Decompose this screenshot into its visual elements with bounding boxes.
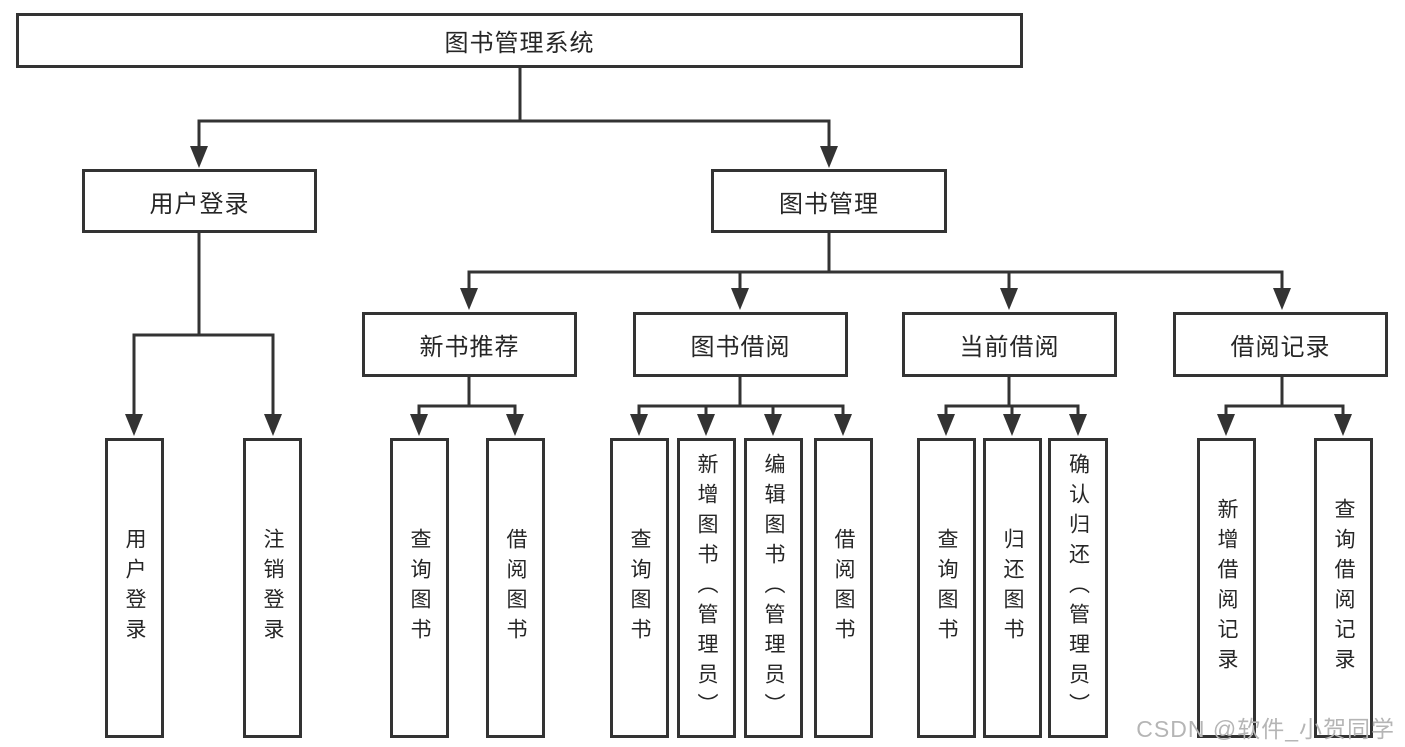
arrow-down-icon xyxy=(410,414,428,436)
node-label: 当前借阅 xyxy=(959,334,1060,361)
arrow-down-icon xyxy=(937,414,955,436)
arrow-down-icon xyxy=(190,146,208,168)
csdn-watermark: CSDN @软件_小贺同学 xyxy=(1136,716,1395,742)
node-label: 图书管理 xyxy=(779,190,879,218)
node-label: 用户登录 xyxy=(149,190,250,218)
leaf-add-borrow-record: 新增借阅记录 xyxy=(1197,438,1256,738)
connector-current-borrowing-to-leaves xyxy=(937,375,1087,436)
arrow-down-icon xyxy=(834,414,852,436)
arrow-down-icon xyxy=(1273,288,1291,310)
leaf-label: 查询图书 xyxy=(408,528,431,648)
leaf-return-books: 归还图书 xyxy=(983,438,1042,738)
node-book-management: 图书管理 xyxy=(711,169,947,233)
leaf-label: 借阅图书 xyxy=(504,528,527,648)
arrow-down-icon xyxy=(506,414,524,436)
node-user-login: 用户登录 xyxy=(82,169,317,233)
node-book-borrowing: 图书借阅 xyxy=(633,312,848,377)
leaf-borrow-books: 借阅图书 xyxy=(814,438,873,738)
node-current-borrowing: 当前借阅 xyxy=(902,312,1117,377)
node-new-book-recommendation: 新书推荐 xyxy=(362,312,577,377)
arrow-down-icon xyxy=(1217,414,1235,436)
arrow-down-icon xyxy=(460,288,478,310)
arrow-down-icon xyxy=(820,146,838,168)
node-label: 图书借阅 xyxy=(690,334,791,361)
leaf-query-books: 查询图书 xyxy=(390,438,449,738)
node-label: 借阅记录 xyxy=(1230,334,1331,361)
arrow-down-icon xyxy=(264,414,282,436)
leaf-label: 新增图书（管理员） xyxy=(695,453,718,723)
arrow-down-icon xyxy=(1069,414,1087,436)
connector-new-book-recommendation-to-leaves xyxy=(410,375,524,436)
leaf-borrow-books: 借阅图书 xyxy=(486,438,545,738)
leaf-query-books: 查询图书 xyxy=(610,438,669,738)
leaf-query-books: 查询图书 xyxy=(917,438,976,738)
arrow-down-icon xyxy=(125,414,143,436)
leaf-label: 查询图书 xyxy=(935,528,958,648)
leaf-label: 查询图书 xyxy=(628,528,651,648)
node-label: 新书推荐 xyxy=(419,334,520,361)
leaf-label: 注销登录 xyxy=(261,528,284,648)
connector-borrowing-records-to-leaves xyxy=(1217,375,1352,436)
leaf-label: 借阅图书 xyxy=(832,528,855,648)
arrow-down-icon xyxy=(731,288,749,310)
connector-book-management-to-level3 xyxy=(460,231,1291,310)
connector-book-borrowing-to-leaves xyxy=(630,375,852,436)
leaf-confirm-return-admin: 确认归还（管理员） xyxy=(1048,438,1108,738)
arrow-down-icon xyxy=(1000,288,1018,310)
node-borrowing-records: 借阅记录 xyxy=(1173,312,1388,377)
arrow-down-icon xyxy=(764,414,782,436)
leaf-label: 编辑图书（管理员） xyxy=(762,453,785,723)
arrow-down-icon xyxy=(630,414,648,436)
leaf-logout: 注销登录 xyxy=(243,438,302,738)
arrow-down-icon xyxy=(1003,414,1021,436)
arrow-down-icon xyxy=(1334,414,1352,436)
leaf-user-login: 用户登录 xyxy=(105,438,164,738)
node-root: 图书管理系统 xyxy=(16,13,1023,68)
connector-root-to-level2 xyxy=(190,66,838,168)
connector-user-login-to-leaves xyxy=(125,231,282,436)
node-label: 图书管理系统 xyxy=(444,30,595,57)
leaf-label: 查询借阅记录 xyxy=(1332,498,1355,678)
leaf-label: 新增借阅记录 xyxy=(1215,498,1238,678)
leaf-edit-books-admin: 编辑图书（管理员） xyxy=(744,438,803,738)
leaf-add-books-admin: 新增图书（管理员） xyxy=(677,438,736,738)
leaf-label: 用户登录 xyxy=(123,528,146,648)
leaf-label: 归还图书 xyxy=(1001,528,1024,648)
leaf-label: 确认归还（管理员） xyxy=(1066,453,1090,723)
arrow-down-icon xyxy=(697,414,715,436)
leaf-query-borrow-record: 查询借阅记录 xyxy=(1314,438,1373,738)
